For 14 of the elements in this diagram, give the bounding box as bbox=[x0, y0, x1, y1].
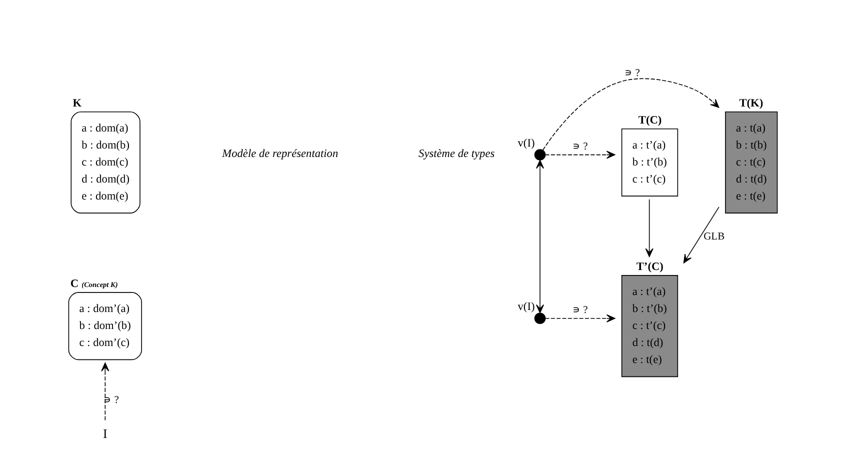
node-label: v(I) bbox=[518, 137, 535, 150]
node-label: K bbox=[72, 97, 82, 110]
edge-label: GLB bbox=[704, 231, 725, 242]
label: Système de types bbox=[418, 148, 495, 160]
node-label: T(K) bbox=[739, 97, 764, 110]
node-label: T’(C) bbox=[636, 260, 664, 273]
edge-label: ∍ ? bbox=[572, 305, 588, 316]
node-label: T(C) bbox=[638, 114, 662, 126]
node-label: v(I) bbox=[518, 301, 535, 314]
edge-label: ∍ ? bbox=[572, 141, 588, 152]
edge-label: ∍ ? bbox=[624, 68, 640, 79]
label: Modèle de représentation bbox=[222, 148, 338, 160]
node-label: C bbox=[70, 278, 79, 290]
node-text: I bbox=[103, 426, 108, 442]
